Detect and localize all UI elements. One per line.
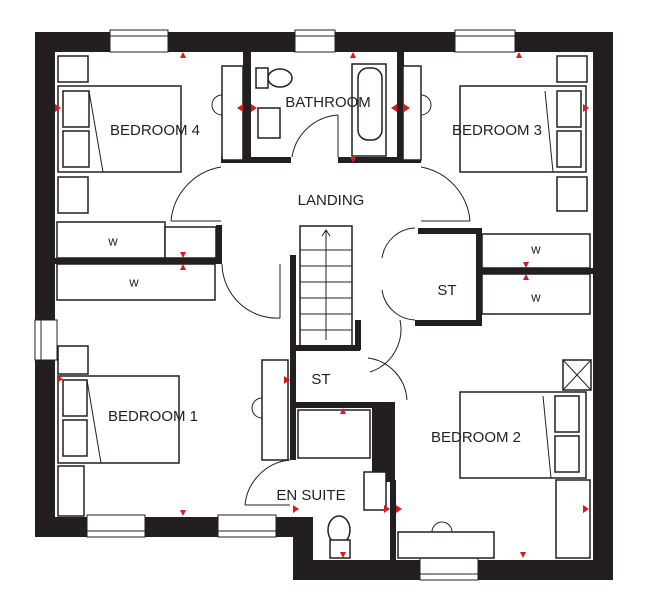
wardrobe-label-bedroom-4: W bbox=[107, 233, 118, 248]
room-label-store-stairs: ST bbox=[311, 371, 330, 388]
room-label-landing: LANDING bbox=[298, 192, 365, 209]
doors bbox=[170, 114, 471, 506]
furniture bbox=[56, 55, 592, 559]
room-label-bathroom: BATHROOM bbox=[285, 94, 371, 111]
room-label-en-suite: EN SUITE bbox=[276, 487, 345, 504]
room-label-bedroom-1: BEDROOM 1 bbox=[108, 408, 198, 425]
windows bbox=[34, 29, 516, 581]
wardrobe-label-bedroom-3: W bbox=[530, 241, 541, 256]
room-label-bedroom-2: BEDROOM 2 bbox=[431, 429, 521, 446]
wardrobe-label-bedroom-2: W bbox=[530, 289, 541, 304]
room-label-bedroom-3: BEDROOM 3 bbox=[452, 122, 542, 139]
staircase bbox=[299, 225, 353, 347]
wardrobe-label-bedroom-1: W bbox=[128, 274, 139, 289]
dimension-markers bbox=[55, 52, 589, 558]
internal-walls bbox=[55, 52, 593, 560]
room-label-bedroom-4: BEDROOM 4 bbox=[110, 122, 200, 139]
room-label-store-landing: ST bbox=[437, 282, 456, 299]
